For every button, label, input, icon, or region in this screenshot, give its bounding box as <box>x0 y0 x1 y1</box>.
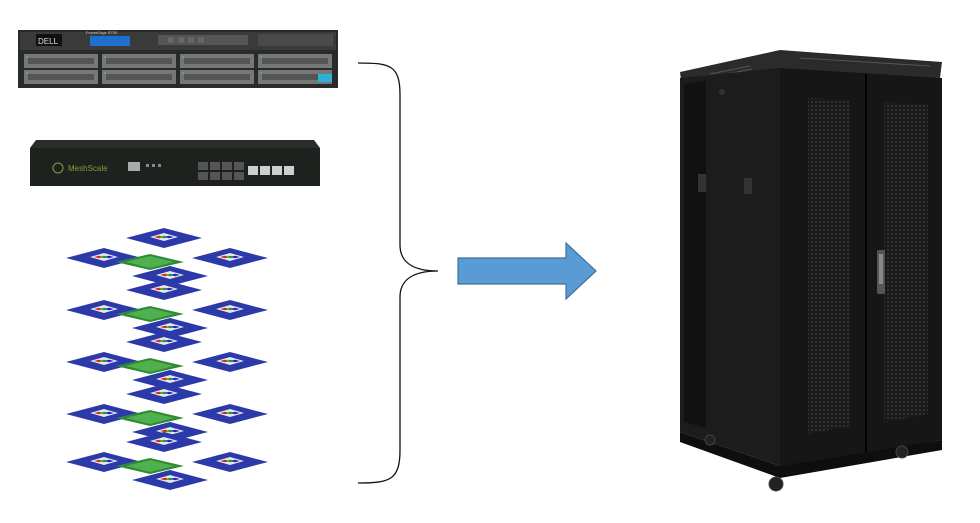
server-model-label: PowerEdge R730 <box>86 30 118 35</box>
caster-wheel <box>704 434 716 446</box>
caster-wheel <box>768 476 784 492</box>
caster-wheel <box>895 445 909 459</box>
server-cabinet-image <box>680 50 942 492</box>
grouping-brace <box>357 62 439 484</box>
switch-ports <box>198 162 244 180</box>
switch-brand-label: MeshScale <box>68 164 108 173</box>
server-brand-label: DELL <box>38 37 59 46</box>
rack-server-image: DELL PowerEdge R730 <box>18 30 338 88</box>
network-switch-image: MeshScale <box>30 140 320 186</box>
circuit-boards-image <box>66 228 284 490</box>
right-arrow <box>457 241 597 301</box>
